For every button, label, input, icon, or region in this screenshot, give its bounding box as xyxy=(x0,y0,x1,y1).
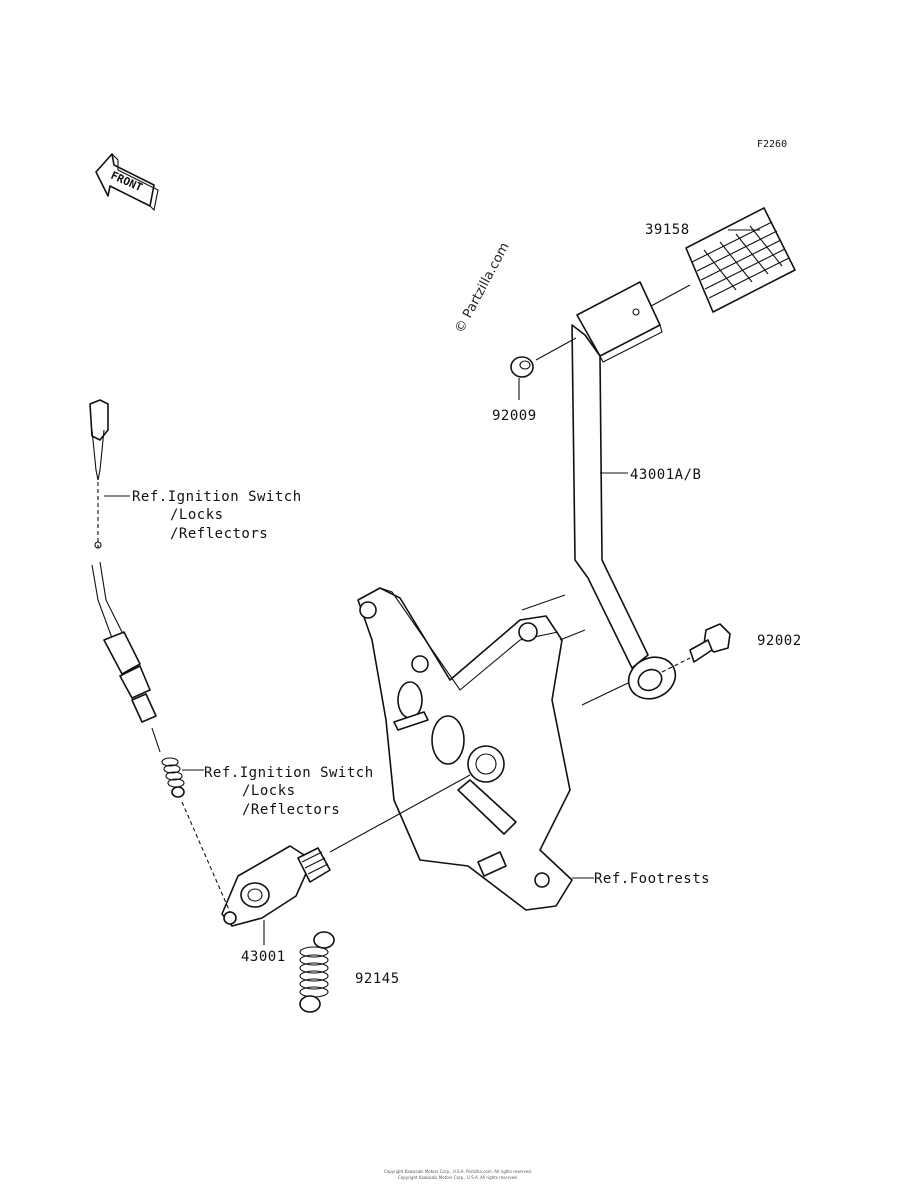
label-92002: 92002 xyxy=(757,633,802,649)
switch-spring xyxy=(151,727,185,798)
copyright-line-1: Copyright Kawasaki Motors Corp., U.S.A. … xyxy=(384,1169,532,1174)
label-ref-footrests: Ref.Footrests xyxy=(594,871,710,887)
bolt-92002 xyxy=(689,623,731,663)
pedal-arm-43001ab xyxy=(571,281,677,700)
label-39158: 39158 xyxy=(645,222,690,238)
label-ref-ignition-2-line1: Ref.Ignition Switch xyxy=(204,765,374,781)
spring-92145 xyxy=(299,931,335,1013)
washer-92009 xyxy=(510,356,534,378)
label-92009: 92009 xyxy=(492,408,537,424)
pivot-lever-43001 xyxy=(221,845,331,927)
watermark: © Partzilla.com xyxy=(452,240,512,336)
label-92145: 92145 xyxy=(355,971,400,987)
label-ref-ignition-2-line3: /Reflectors xyxy=(242,802,340,818)
pedal-pad-39158 xyxy=(685,207,796,313)
footrest-bracket xyxy=(357,587,586,911)
front-arrow-icon: FRONT xyxy=(95,153,159,212)
brake-light-switch xyxy=(89,399,157,723)
label-43001ab: 43001A/B xyxy=(630,467,701,483)
label-ref-ignition-2-line2: /Locks xyxy=(242,783,296,799)
label-ref-ignition-1-line2: /Locks xyxy=(170,507,224,523)
label-43001: 43001 xyxy=(241,949,286,965)
label-ref-ignition-1-line1: Ref.Ignition Switch xyxy=(132,489,302,505)
diagram-code: F2260 xyxy=(757,139,787,150)
copyright-line-2: Copyright Kawasaki Motors Corp., U.S.A. … xyxy=(398,1175,518,1180)
label-ref-ignition-1-line3: /Reflectors xyxy=(170,526,268,542)
